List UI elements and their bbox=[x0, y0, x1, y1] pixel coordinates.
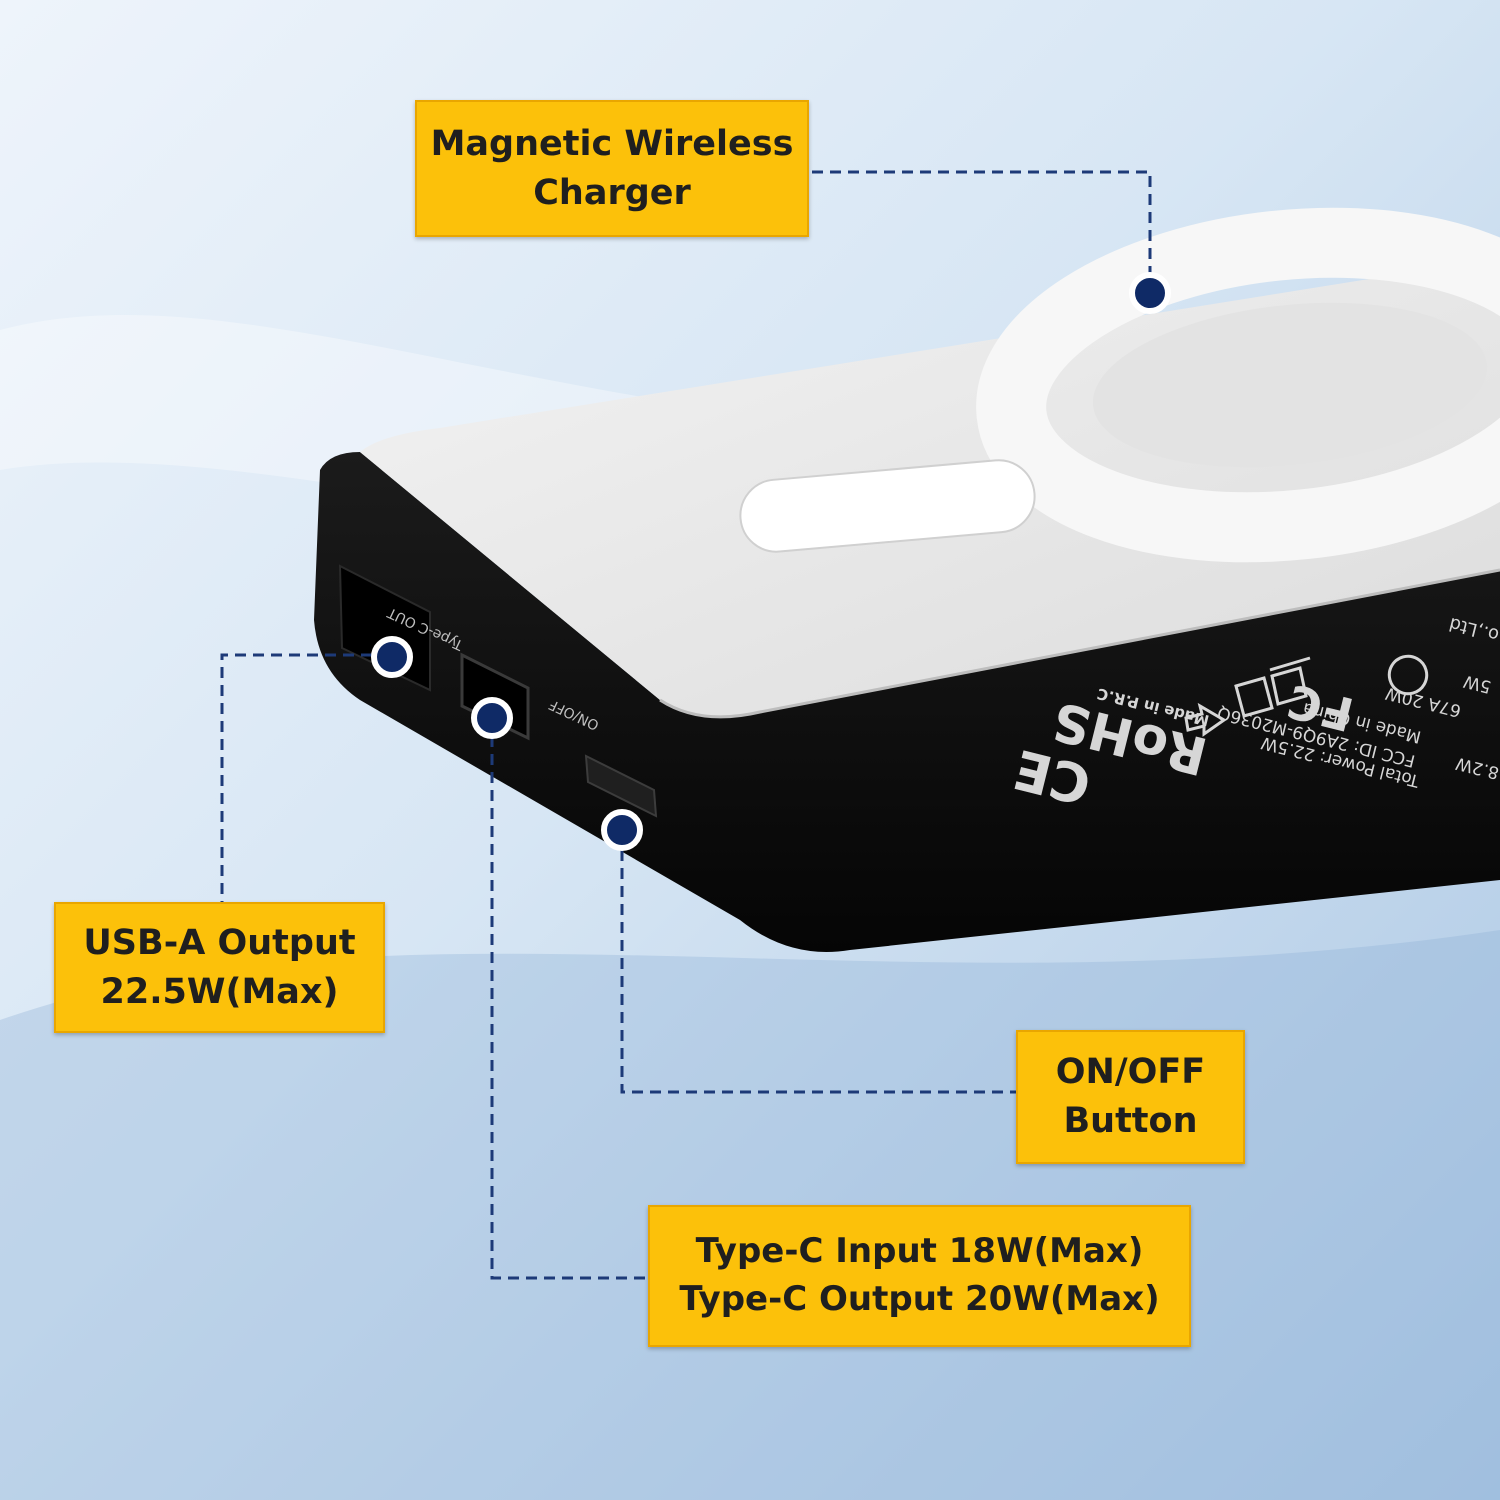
wireless-marker bbox=[1129, 272, 1171, 314]
markers bbox=[371, 272, 1171, 851]
weee-bin-icon bbox=[1269, 656, 1311, 706]
led-indicator-bar bbox=[739, 459, 1036, 553]
arrow-outline-icon bbox=[1184, 702, 1227, 737]
wireless-connector bbox=[812, 170, 1152, 280]
on-off-button bbox=[584, 754, 658, 818]
magnetic-ring-center bbox=[1092, 302, 1488, 468]
usba-marker bbox=[371, 636, 413, 678]
callout-line: Button bbox=[1063, 1101, 1198, 1141]
onoff-marker bbox=[601, 809, 643, 851]
usb-a-output-callout: USB-A Output 22.5W(Max) bbox=[54, 902, 385, 1033]
callout-line: USB-A Output bbox=[83, 922, 356, 963]
ukca-square-icon bbox=[1234, 676, 1274, 718]
connector-lines bbox=[220, 170, 1152, 1280]
usba-connector bbox=[220, 653, 390, 902]
callout-line: Charger bbox=[533, 172, 691, 213]
typec-marker bbox=[471, 697, 513, 739]
type-c-port-callout: Type-C Input 18W(Max) Type-C Output 20W(… bbox=[648, 1205, 1191, 1347]
typec-connector bbox=[490, 718, 648, 1280]
magnetic-ring bbox=[976, 207, 1500, 563]
callout-line: Type-C Output 20W(Max) bbox=[679, 1279, 1160, 1319]
callout-line: Magnetic Wireless bbox=[430, 123, 794, 164]
on-off-button-callout: ON/OFF Button bbox=[1016, 1030, 1245, 1164]
callout-line: ON/OFF bbox=[1055, 1052, 1206, 1092]
callout-line: Type-C Input 18W(Max) bbox=[695, 1231, 1144, 1272]
callout-line: 22.5W(Max) bbox=[100, 971, 339, 1012]
recycle-icon bbox=[1387, 654, 1429, 696]
device-top-edge bbox=[659, 568, 1500, 719]
magnetic-wireless-charger-callout: Magnetic Wireless Charger bbox=[415, 100, 809, 237]
onoff-connector bbox=[620, 832, 1016, 1094]
